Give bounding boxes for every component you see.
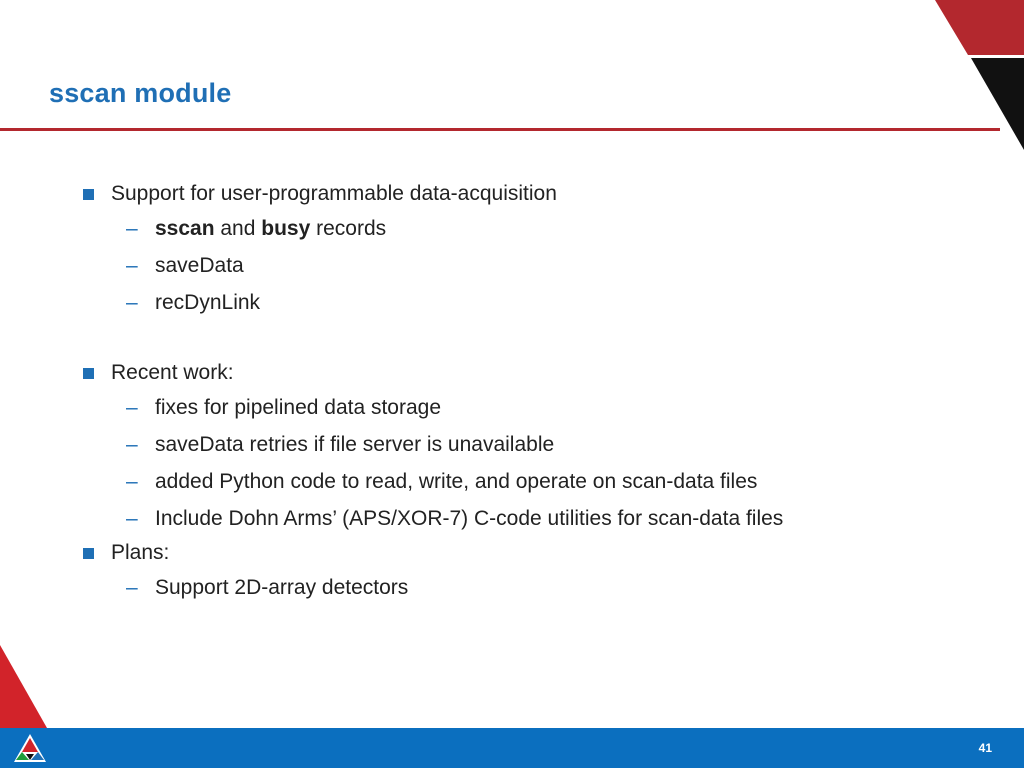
dash-bullet-icon: – bbox=[126, 433, 138, 456]
sub-item-text: saveData retries if file server is unava… bbox=[155, 433, 555, 456]
bullet-item: Recent work: bbox=[82, 357, 982, 389]
bullet-text: Support for user-programmable data-acqui… bbox=[111, 182, 557, 205]
sub-item-text: Support 2D-array detectors bbox=[155, 576, 409, 599]
sub-item-text: saveData bbox=[155, 254, 244, 277]
dash-bullet-icon: – bbox=[126, 507, 138, 530]
sub-item: – sscan and busy records bbox=[82, 210, 982, 247]
sub-item-bold: sscan bbox=[155, 217, 215, 240]
dash-bullet-icon: – bbox=[126, 291, 138, 314]
square-bullet-icon bbox=[83, 368, 94, 379]
dash-bullet-icon: – bbox=[126, 396, 138, 419]
corner-red-triangle bbox=[0, 645, 47, 728]
slide-title: sscan module bbox=[49, 78, 232, 108]
aps-triangle-logo-icon bbox=[14, 734, 46, 762]
sub-item-text: added Python code to read, write, and op… bbox=[155, 470, 758, 493]
sub-item: – recDynLink bbox=[82, 284, 982, 321]
sub-item-text: fixes for pipelined data storage bbox=[155, 396, 442, 419]
sub-item: – Include Dohn Arms’ (APS/XOR-7) C-code … bbox=[82, 500, 982, 537]
dash-bullet-icon: – bbox=[126, 254, 138, 277]
sub-item-text: and bbox=[214, 217, 262, 240]
title-rule bbox=[0, 128, 1000, 131]
bullet-text: Recent work: bbox=[111, 361, 234, 384]
square-bullet-icon bbox=[83, 548, 94, 559]
sub-item-text: Include Dohn Arms’ (APS/XOR-7) C-code ut… bbox=[155, 507, 784, 530]
corner-black-band bbox=[971, 58, 1024, 150]
dash-bullet-icon: – bbox=[126, 217, 138, 240]
footer-bar bbox=[0, 728, 1024, 768]
sub-item: – saveData retries if file server is una… bbox=[82, 426, 982, 463]
sub-item-text: recDynLink bbox=[155, 291, 261, 314]
sub-item-bold: busy bbox=[261, 217, 311, 240]
dash-bullet-icon: – bbox=[126, 576, 138, 599]
corner-red-band bbox=[935, 0, 1024, 55]
bullet-item: Plans: bbox=[82, 537, 982, 569]
sub-item-text: records bbox=[310, 217, 387, 240]
dash-bullet-icon: – bbox=[126, 470, 138, 493]
sub-item: – fixes for pipelined data storage bbox=[82, 389, 982, 426]
square-bullet-icon bbox=[83, 189, 94, 200]
sub-item: – saveData bbox=[82, 247, 982, 284]
slide-body: Support for user-programmable data-acqui… bbox=[82, 178, 982, 606]
sub-item: – Support 2D-array detectors bbox=[82, 569, 982, 606]
page-number: 41 bbox=[978, 741, 992, 755]
sub-item: – added Python code to read, write, and … bbox=[82, 463, 982, 500]
bullet-item: Support for user-programmable data-acqui… bbox=[82, 178, 982, 210]
bullet-text: Plans: bbox=[111, 541, 170, 564]
section-gap bbox=[82, 321, 982, 357]
